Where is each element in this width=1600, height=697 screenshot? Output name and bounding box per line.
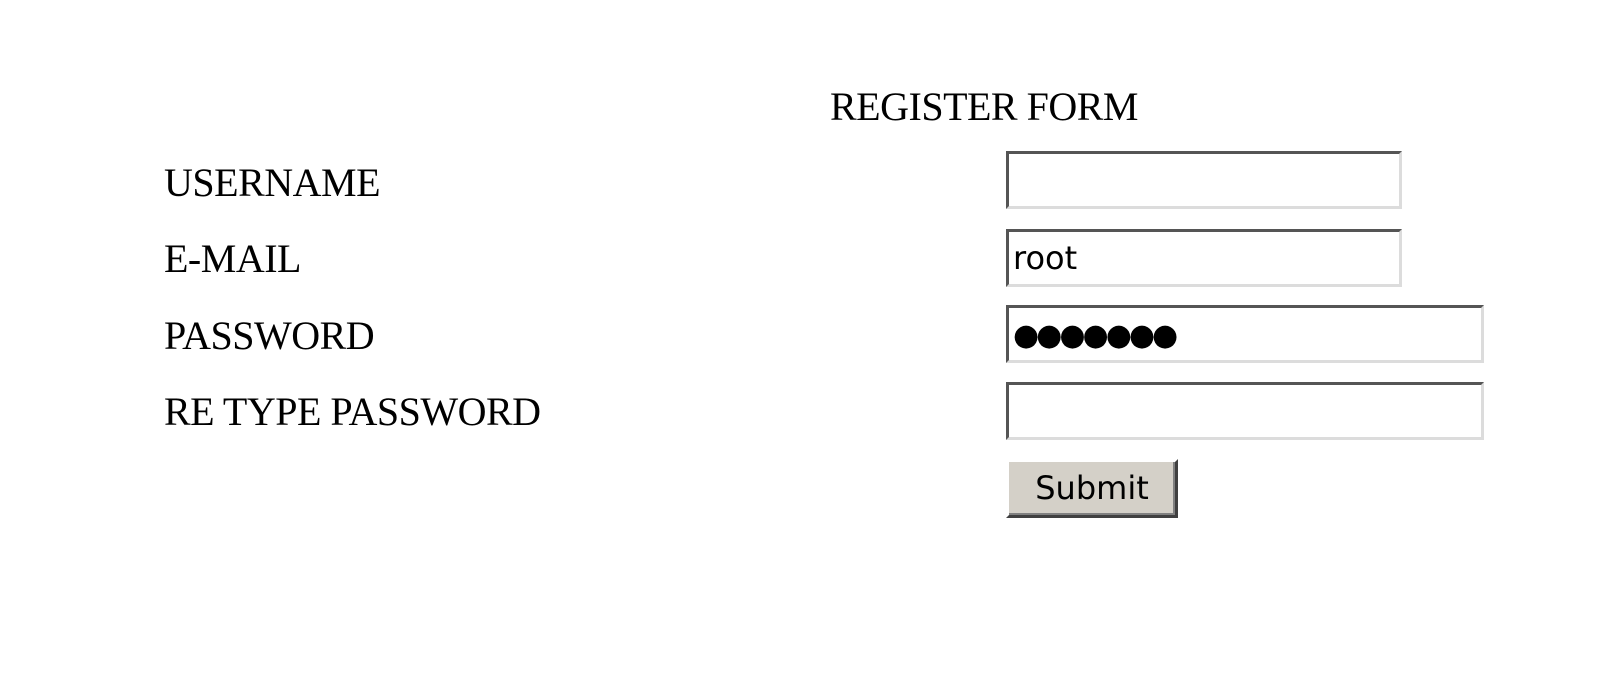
form-title: REGISTER FORM bbox=[830, 84, 1139, 129]
email-label: E-MAIL bbox=[164, 236, 301, 281]
password-field[interactable]: ●●●●●●● bbox=[1006, 305, 1484, 363]
retype-password-label: RE TYPE PASSWORD bbox=[164, 389, 541, 434]
username-label: USERNAME bbox=[164, 160, 381, 205]
password-mask: ●●●●●●● bbox=[1013, 318, 1178, 353]
password-label: PASSWORD bbox=[164, 313, 375, 358]
email-field[interactable]: root bbox=[1006, 229, 1402, 287]
username-field[interactable] bbox=[1006, 151, 1402, 209]
retype-password-field[interactable] bbox=[1006, 382, 1484, 440]
submit-button[interactable]: Submit bbox=[1006, 459, 1178, 518]
